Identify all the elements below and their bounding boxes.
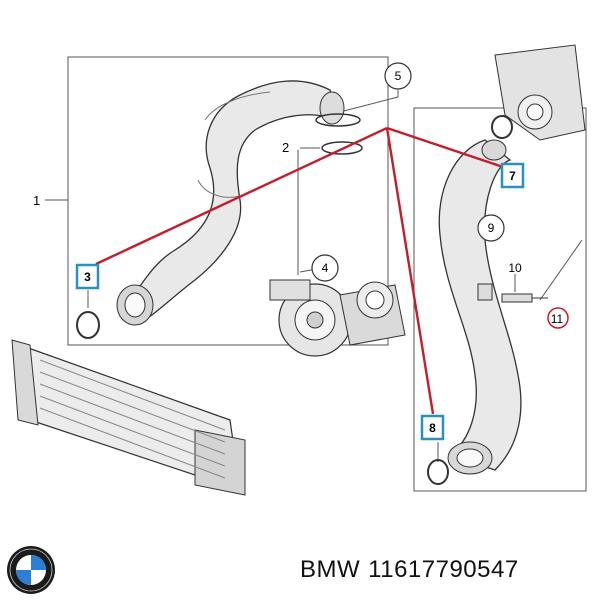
callout-5-badge: 5 (384, 62, 412, 90)
callout-10: 10 (508, 261, 522, 275)
brand-name: BMW (300, 556, 361, 583)
callout-3-box: 3 (75, 263, 100, 290)
callout-9-badge: 9 (477, 214, 505, 242)
charge-air-hose-9 (438, 139, 522, 475)
o-ring-8 (427, 459, 449, 485)
highlight-lines (95, 126, 507, 415)
part-label: BMW 11617790547 (300, 556, 527, 584)
svg-text:3: 3 (84, 270, 91, 284)
intercooler (11, 339, 246, 496)
callout-8-box: 8 (420, 414, 445, 441)
callout-1: 1 (33, 193, 40, 208)
svg-text:8: 8 (429, 421, 436, 435)
intake-manifold (491, 44, 586, 141)
sensor-10 (477, 283, 548, 303)
callout-7-box: 7 (500, 162, 525, 189)
seal-11 (547, 307, 569, 329)
turbocharger (269, 279, 406, 357)
callout-2: 2 (282, 140, 289, 155)
o-ring-3 (76, 311, 100, 339)
o-ring-2 (321, 141, 363, 155)
svg-text:4: 4 (322, 261, 329, 275)
svg-text:9: 9 (488, 221, 495, 235)
leader-lines (45, 90, 583, 462)
bmw-roundel-icon (7, 546, 55, 594)
o-ring-5 (315, 113, 361, 127)
callout-4-badge: 4 (311, 254, 339, 282)
svg-text:5: 5 (395, 69, 402, 83)
svg-text:7: 7 (509, 169, 516, 183)
callout-11: 11 (551, 312, 564, 326)
group-frame-left (67, 56, 389, 346)
part-number: 11617790547 (368, 556, 519, 583)
